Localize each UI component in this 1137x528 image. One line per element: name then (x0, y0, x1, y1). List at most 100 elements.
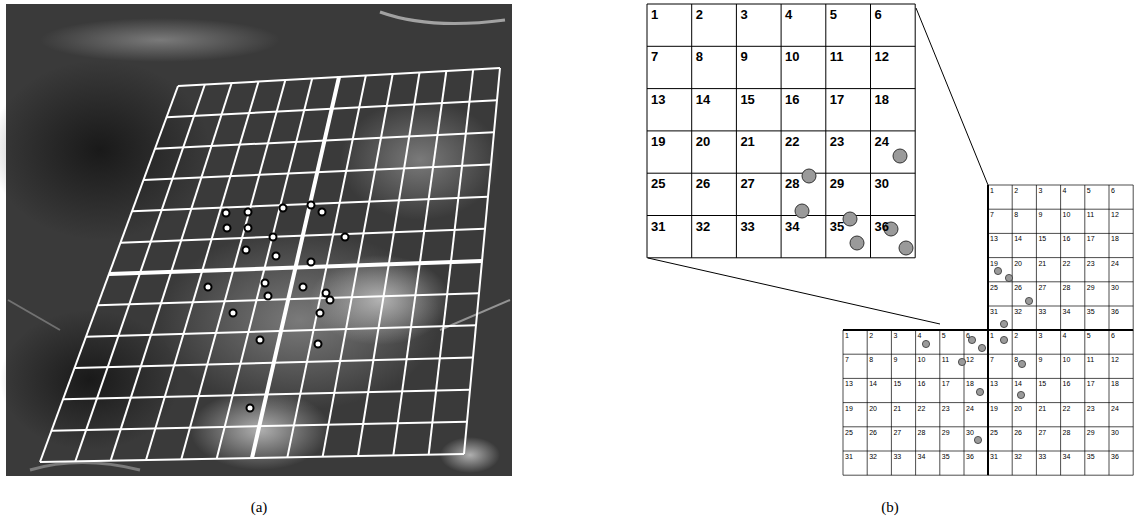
grid-line (988, 426, 1133, 427)
grid-line (988, 402, 1133, 403)
cell-number: 18 (966, 380, 974, 387)
cell-number: 12 (966, 356, 974, 363)
sample-dot (262, 280, 269, 287)
cell-number: 33 (1038, 453, 1046, 460)
cell-number: 16 (918, 380, 926, 387)
cell-number: 11 (830, 50, 844, 63)
cell-number: 15 (740, 93, 754, 106)
cell-number: 1 (845, 332, 849, 339)
grid-line (1109, 330, 1110, 475)
cell-number: 28 (785, 177, 799, 190)
cell-number: 14 (1014, 235, 1022, 242)
cell-number: 26 (1014, 284, 1022, 291)
sample-dot (922, 340, 929, 347)
cell-number: 24 (966, 405, 974, 412)
cell-number: 17 (1087, 380, 1095, 387)
cell-number: 29 (942, 429, 950, 436)
sample-dot (308, 259, 315, 266)
cell-number: 7 (990, 356, 994, 363)
sample-dot (1000, 336, 1007, 343)
cell-number: 36 (966, 453, 974, 460)
cell-number: 4 (1063, 187, 1067, 194)
cell-number: 30 (1111, 429, 1119, 436)
cell-number: 14 (1014, 380, 1022, 387)
sample-dot (224, 225, 231, 232)
cell-number: 32 (1014, 453, 1022, 460)
sample-dot (1025, 297, 1032, 304)
cell-number: 36 (875, 220, 889, 233)
panel-caption: (a) (251, 500, 268, 515)
sample-dot (976, 388, 983, 395)
cell-number: 7 (845, 356, 849, 363)
cell-number: 3 (1038, 332, 1042, 339)
sample-dot (974, 436, 981, 443)
cell-number: 20 (869, 405, 877, 412)
cell-number: 28 (918, 429, 926, 436)
sample-dot (257, 337, 264, 344)
cell-number: 6 (966, 332, 970, 339)
cell-number: 27 (1038, 284, 1046, 291)
cell-number: 5 (942, 332, 946, 339)
cell-number: 13 (990, 380, 998, 387)
cell-number: 25 (845, 429, 853, 436)
cell-number: 24 (1111, 260, 1119, 267)
grid-line (647, 215, 915, 216)
cell-number: 19 (990, 405, 998, 412)
sample-dot (843, 212, 857, 226)
sample-dot (247, 405, 254, 412)
grid-line (1084, 330, 1085, 475)
grid-line (464, 68, 500, 454)
cell-number: 11 (1087, 356, 1094, 363)
cell-number: 8 (1014, 356, 1018, 363)
cell-number: 29 (1087, 429, 1095, 436)
sample-dot (1018, 360, 1025, 367)
cell-number: 23 (830, 135, 844, 148)
cell-number: 33 (893, 453, 901, 460)
cell-number: 21 (1038, 260, 1046, 267)
grid-line (915, 4, 916, 258)
grid-line (1133, 330, 1134, 475)
aerial-photo (0, 4, 512, 476)
grid-line (647, 257, 915, 258)
sample-dot (265, 293, 272, 300)
cell-number: 5 (830, 8, 837, 21)
cell-number: 9 (893, 356, 897, 363)
grid-line (287, 76, 366, 458)
grid-line (98, 293, 480, 305)
grid-line (988, 475, 1133, 476)
sample-dot (280, 205, 287, 212)
cell-number: 27 (1038, 429, 1046, 436)
sample-dot (300, 284, 307, 291)
cell-number: 12 (1111, 211, 1119, 218)
cell-number: 11 (1087, 211, 1094, 218)
cell-number: 3 (1038, 187, 1042, 194)
cell-number: 25 (990, 284, 998, 291)
cell-number: 18 (1111, 380, 1119, 387)
cell-number: 17 (942, 380, 950, 387)
grid-line (52, 422, 468, 431)
grid-line (988, 451, 1133, 452)
cell-number: 2 (1014, 332, 1018, 339)
cell-number: 10 (785, 50, 799, 63)
grid-line (1084, 185, 1085, 330)
cell-number: 35 (830, 220, 844, 233)
cell-number: 34 (1063, 453, 1071, 460)
grid-line (40, 454, 464, 462)
cell-number: 14 (869, 380, 877, 387)
cell-number: 27 (740, 177, 754, 190)
sample-dot (270, 234, 277, 241)
cell-number: 9 (1038, 211, 1042, 218)
cell-number: 6 (1111, 332, 1115, 339)
sample-dot (1017, 391, 1024, 398)
grid-line (988, 306, 1133, 307)
cell-number: 9 (740, 50, 747, 63)
sample-dots (205, 202, 349, 412)
cell-number: 10 (1063, 356, 1071, 363)
cell-number: 22 (918, 405, 926, 412)
cell-number: 15 (1038, 235, 1046, 242)
cell-number: 31 (990, 453, 998, 460)
grid-line (964, 330, 965, 475)
cell-number: 4 (785, 8, 792, 21)
cell-number: 12 (875, 50, 889, 63)
cell-number: 9 (1038, 356, 1042, 363)
